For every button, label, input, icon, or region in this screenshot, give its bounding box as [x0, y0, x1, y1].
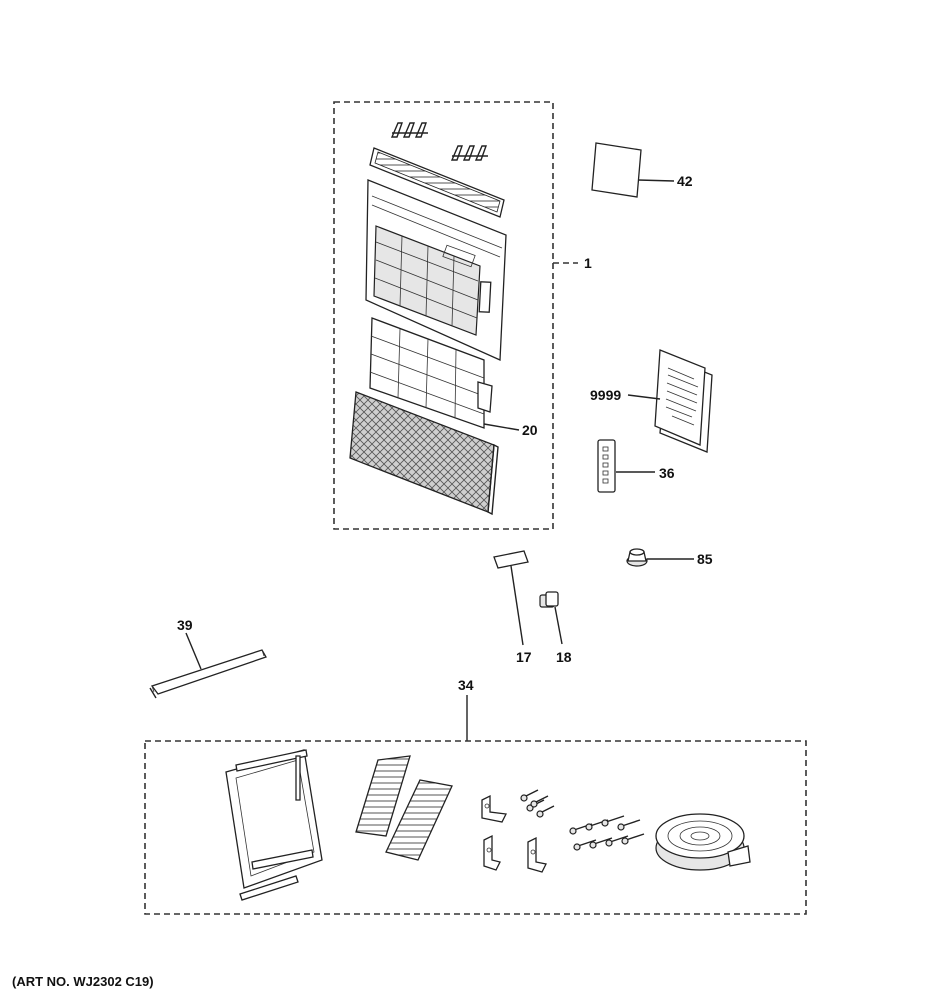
callout-34: 34: [458, 677, 474, 693]
callout-85: 85: [697, 551, 713, 567]
louver-clips: [390, 122, 488, 161]
mounting-brackets: [481, 794, 547, 873]
louver-bar: [369, 147, 505, 218]
leader-18: [554, 606, 563, 645]
callout-36: 36: [659, 465, 675, 481]
knob: [626, 548, 648, 567]
drain-plug: [539, 591, 559, 608]
callout-9999: 9999: [590, 387, 621, 403]
leader-17: [510, 565, 524, 646]
carbon-filter: [349, 391, 499, 516]
leader-42: [637, 179, 675, 182]
small-cover: [493, 550, 529, 569]
callout-17: 17: [516, 649, 532, 665]
callout-20: 20: [522, 422, 538, 438]
accordion-panels: [355, 755, 453, 861]
installation-kit-group-box: [144, 740, 807, 915]
screw-set-small: [520, 789, 555, 818]
callout-39: 39: [177, 617, 193, 633]
label-card: [591, 142, 642, 198]
leader-20: [483, 423, 520, 431]
leader-9999: [627, 394, 661, 400]
support-rail: [149, 649, 267, 699]
front-panel: [365, 179, 507, 361]
art-number: (ART NO. WJ2302 C19): [12, 974, 154, 989]
owners-manual: [654, 349, 713, 453]
callout-42: 42: [677, 173, 693, 189]
foam-seal-roll: [655, 813, 751, 871]
callout-18: 18: [556, 649, 572, 665]
front-assembly-group-box: [333, 101, 554, 530]
air-filter: [369, 317, 493, 429]
side-curtain-frame: [225, 749, 323, 901]
remote-control: [597, 439, 616, 493]
callout-1: 1: [584, 255, 592, 271]
screw-set-large: [569, 815, 645, 851]
leader-39: [185, 632, 202, 670]
